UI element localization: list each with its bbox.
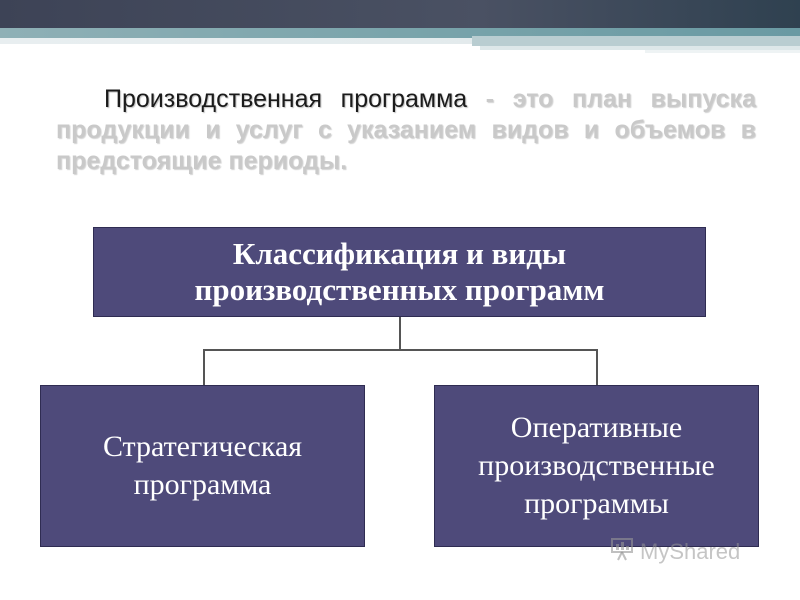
presentation-board-icon <box>610 536 640 568</box>
watermark-text: MyShared <box>640 539 741 564</box>
connector-line <box>596 349 598 385</box>
intro-definition: - это план выпуска продукции и услуг с у… <box>56 85 756 175</box>
header-band-teal <box>0 28 800 38</box>
connector-line <box>203 349 598 351</box>
header-accent-stripe <box>645 50 800 53</box>
diagram-child-box-strategic: Стратегическая программа <box>40 385 365 547</box>
diagram-child-box-operational: Оперативные производственные программы <box>434 385 759 547</box>
diagram-child-label: Стратегическая программа <box>102 430 303 501</box>
header-band-dark <box>0 0 800 28</box>
diagram-child-label: Оперативные производственные программы <box>478 411 715 520</box>
watermark: MyShared <box>610 536 740 568</box>
connector-line <box>399 317 401 350</box>
header-accent-stripe <box>472 36 800 46</box>
intro-term: Производственная программа <box>104 85 468 113</box>
diagram-root-box: Классификация и виды производственных пр… <box>93 227 706 317</box>
header-band-light <box>0 38 800 44</box>
diagram-root-label: Классификация и виды производственных пр… <box>194 236 605 307</box>
intro-paragraph: Производственная программа - это план вы… <box>56 84 756 177</box>
header-accent-stripe <box>480 46 800 50</box>
connector-line <box>203 349 205 385</box>
